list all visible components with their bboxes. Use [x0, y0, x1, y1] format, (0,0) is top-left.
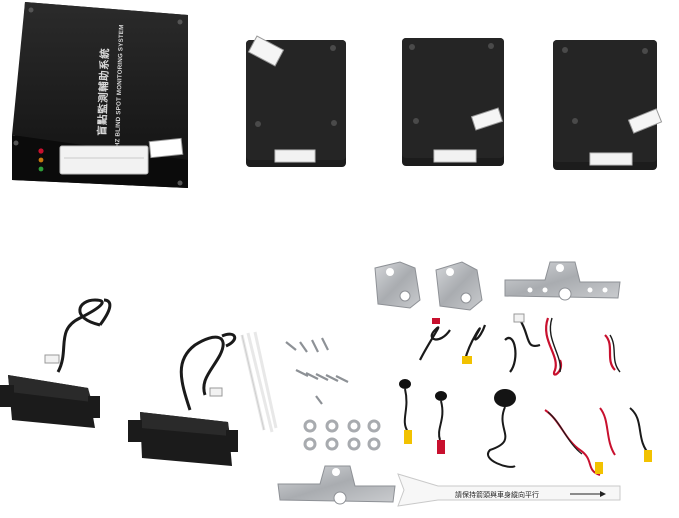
radar-module-1 — [246, 35, 346, 167]
extra-harness-right — [544, 407, 652, 476]
product-english-label: 24GHZ BLIND SPOT MONITORING SYSTEM — [114, 24, 126, 159]
mounting-bracket-4 — [277, 465, 396, 505]
indicator-led-left — [399, 379, 412, 444]
radar-module-3 — [553, 40, 663, 170]
mounting-bracket-3 — [504, 261, 621, 301]
installation-guide-stick: 請保持箭頭與車身縱向平行 — [397, 473, 621, 507]
wiring-harness-group — [419, 313, 621, 376]
indicator-led-right — [435, 391, 447, 454]
control-unit: 盲點監測輔助系統 24GHZ BLIND SPOT MONITORING SYS… — [12, 2, 188, 188]
washers — [303, 419, 381, 451]
status-led-amber — [38, 157, 44, 163]
mounting-bracket-2 — [435, 261, 483, 311]
mounting-bracket-1 — [374, 261, 421, 309]
main-connector — [59, 145, 149, 175]
radar-sensor-left — [0, 298, 112, 428]
cable-ties — [240, 331, 278, 433]
buzzer — [486, 389, 516, 468]
installation-guide-text: 請保持箭頭與車身縱向平行 — [455, 490, 539, 499]
radar-sensor-right — [128, 332, 238, 466]
radar-module-2 — [402, 38, 504, 166]
screws — [285, 337, 349, 405]
status-led-green — [38, 166, 44, 172]
status-led-red — [38, 148, 44, 154]
product-chinese-label: 盲點監測輔助系統 — [95, 48, 111, 136]
